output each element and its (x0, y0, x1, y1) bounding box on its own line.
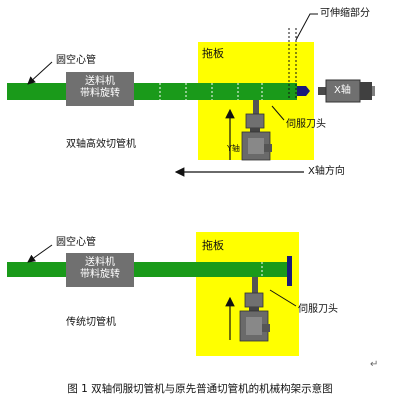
telescopic-leader (295, 13, 318, 41)
top-feeder-line1: 送料机 (85, 76, 115, 87)
bottom-servo-cutter-label: 伺服刀头 (298, 304, 338, 315)
top-servo-cutter-label: 伺服刀头 (286, 119, 326, 130)
bottom-machine-label: 传统切管机 (66, 317, 116, 328)
return-mark: ↵ (370, 359, 379, 370)
x-direction-label: X轴方向 (308, 166, 345, 177)
top-feeder-box (66, 72, 134, 106)
bottom-feeder-line1: 送料机 (85, 257, 115, 268)
bottom-feeder-label: 送料机 带料旋转 (66, 257, 134, 281)
top-tube (7, 83, 297, 100)
bottom-carriage-label: 拖板 (202, 239, 224, 252)
bottom-tube (7, 262, 287, 277)
top-cutter-tip (297, 86, 310, 96)
top-hollow-tube-leader (27, 61, 53, 85)
bottom-blade (287, 256, 292, 286)
top-carriage-label: 拖板 (202, 47, 224, 60)
top-feeder-label: 送料机 带料旋转 (66, 76, 134, 100)
top-feeder-line2: 带料旋转 (80, 88, 120, 99)
top-servo-leader (271, 105, 285, 121)
bottom-hollow-tube-label: 圆空心管 (56, 237, 96, 248)
bottom-feeder-line2: 带料旋转 (80, 269, 120, 280)
x-motor-label: X轴 (334, 85, 351, 96)
top-machine-label: 双轴高效切管机 (66, 139, 136, 150)
top-servo-motor (241, 100, 272, 161)
y-axis-label: Y轴 (227, 144, 240, 153)
bottom-feeder-box (66, 253, 134, 287)
bottom-servo-leader (269, 289, 297, 307)
top-hollow-tube-label: 圆空心管 (56, 55, 96, 66)
telescopic-label: 可伸缩部分 (320, 8, 370, 19)
bottom-hollow-tube-leader (27, 244, 53, 263)
top-tube-segments (159, 83, 263, 100)
x-axis-motor (318, 79, 375, 103)
figure-caption: 图 1 双轴伺服切管机与原先普通切管机的机械构架示意图 (67, 383, 333, 395)
bottom-servo-motor (239, 277, 270, 342)
